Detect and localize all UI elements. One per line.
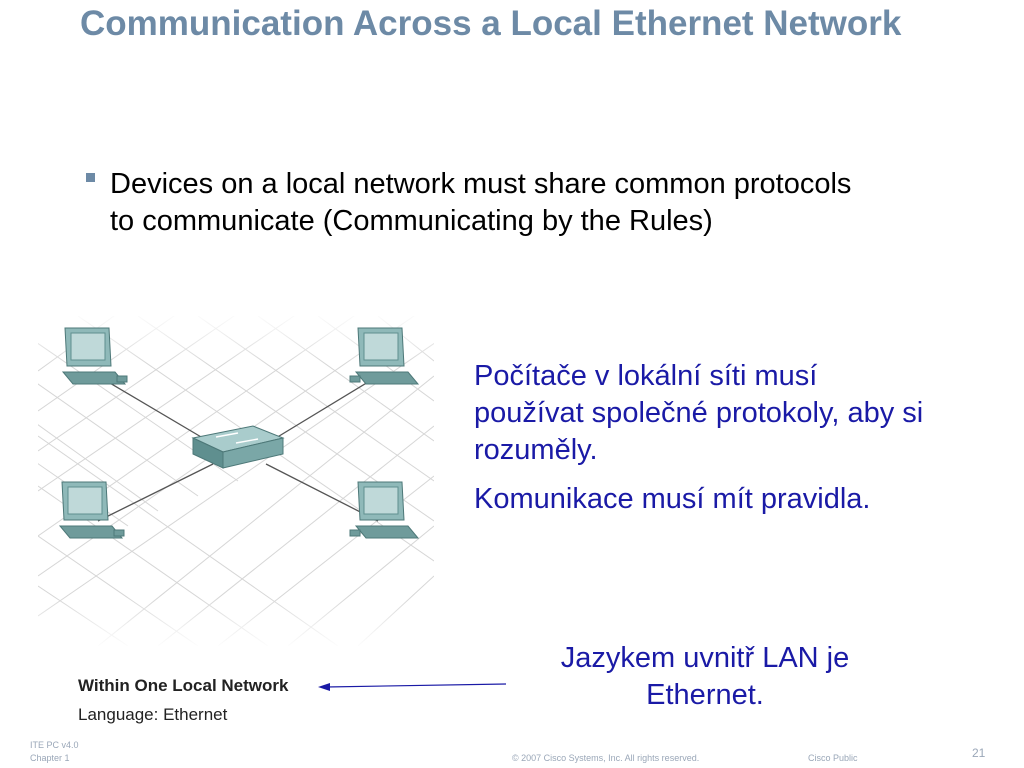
diagram-caption-language: Language: Ethernet bbox=[78, 705, 228, 724]
lan-language-note: Jazykem uvnitř LAN je Ethernet. bbox=[560, 642, 850, 711]
bullet-square-icon bbox=[86, 173, 95, 182]
czech-paragraph-2: Komunikace musí mít pravidla. bbox=[474, 483, 871, 515]
czech-notes: Počítače v lokální síti musí používat sp… bbox=[474, 358, 924, 530]
network-diagram bbox=[38, 316, 434, 646]
footer-course: ITE PC v4.0 bbox=[30, 740, 79, 750]
bullet-item: Devices on a local network must share co… bbox=[80, 166, 880, 240]
czech-paragraph-1: Počítače v lokální síti musí používat sp… bbox=[474, 360, 924, 466]
slide-title: Communication Across a Local Ethernet Ne… bbox=[80, 4, 902, 43]
pointer-arrow-icon bbox=[318, 683, 507, 691]
footer-classification: Cisco Public bbox=[808, 753, 858, 763]
computer-icon bbox=[349, 481, 420, 539]
bullet-text: Devices on a local network must share co… bbox=[110, 168, 852, 237]
computer-icon bbox=[61, 327, 128, 385]
computer-icon bbox=[58, 481, 125, 539]
page-number: 21 bbox=[972, 746, 986, 760]
footer-copyright: © 2007 Cisco Systems, Inc. All rights re… bbox=[512, 753, 700, 763]
switch-icon bbox=[191, 425, 285, 469]
diagram-caption-title: Within One Local Network bbox=[78, 676, 289, 695]
footer-chapter: Chapter 1 bbox=[30, 753, 70, 763]
computer-icon bbox=[349, 327, 420, 385]
